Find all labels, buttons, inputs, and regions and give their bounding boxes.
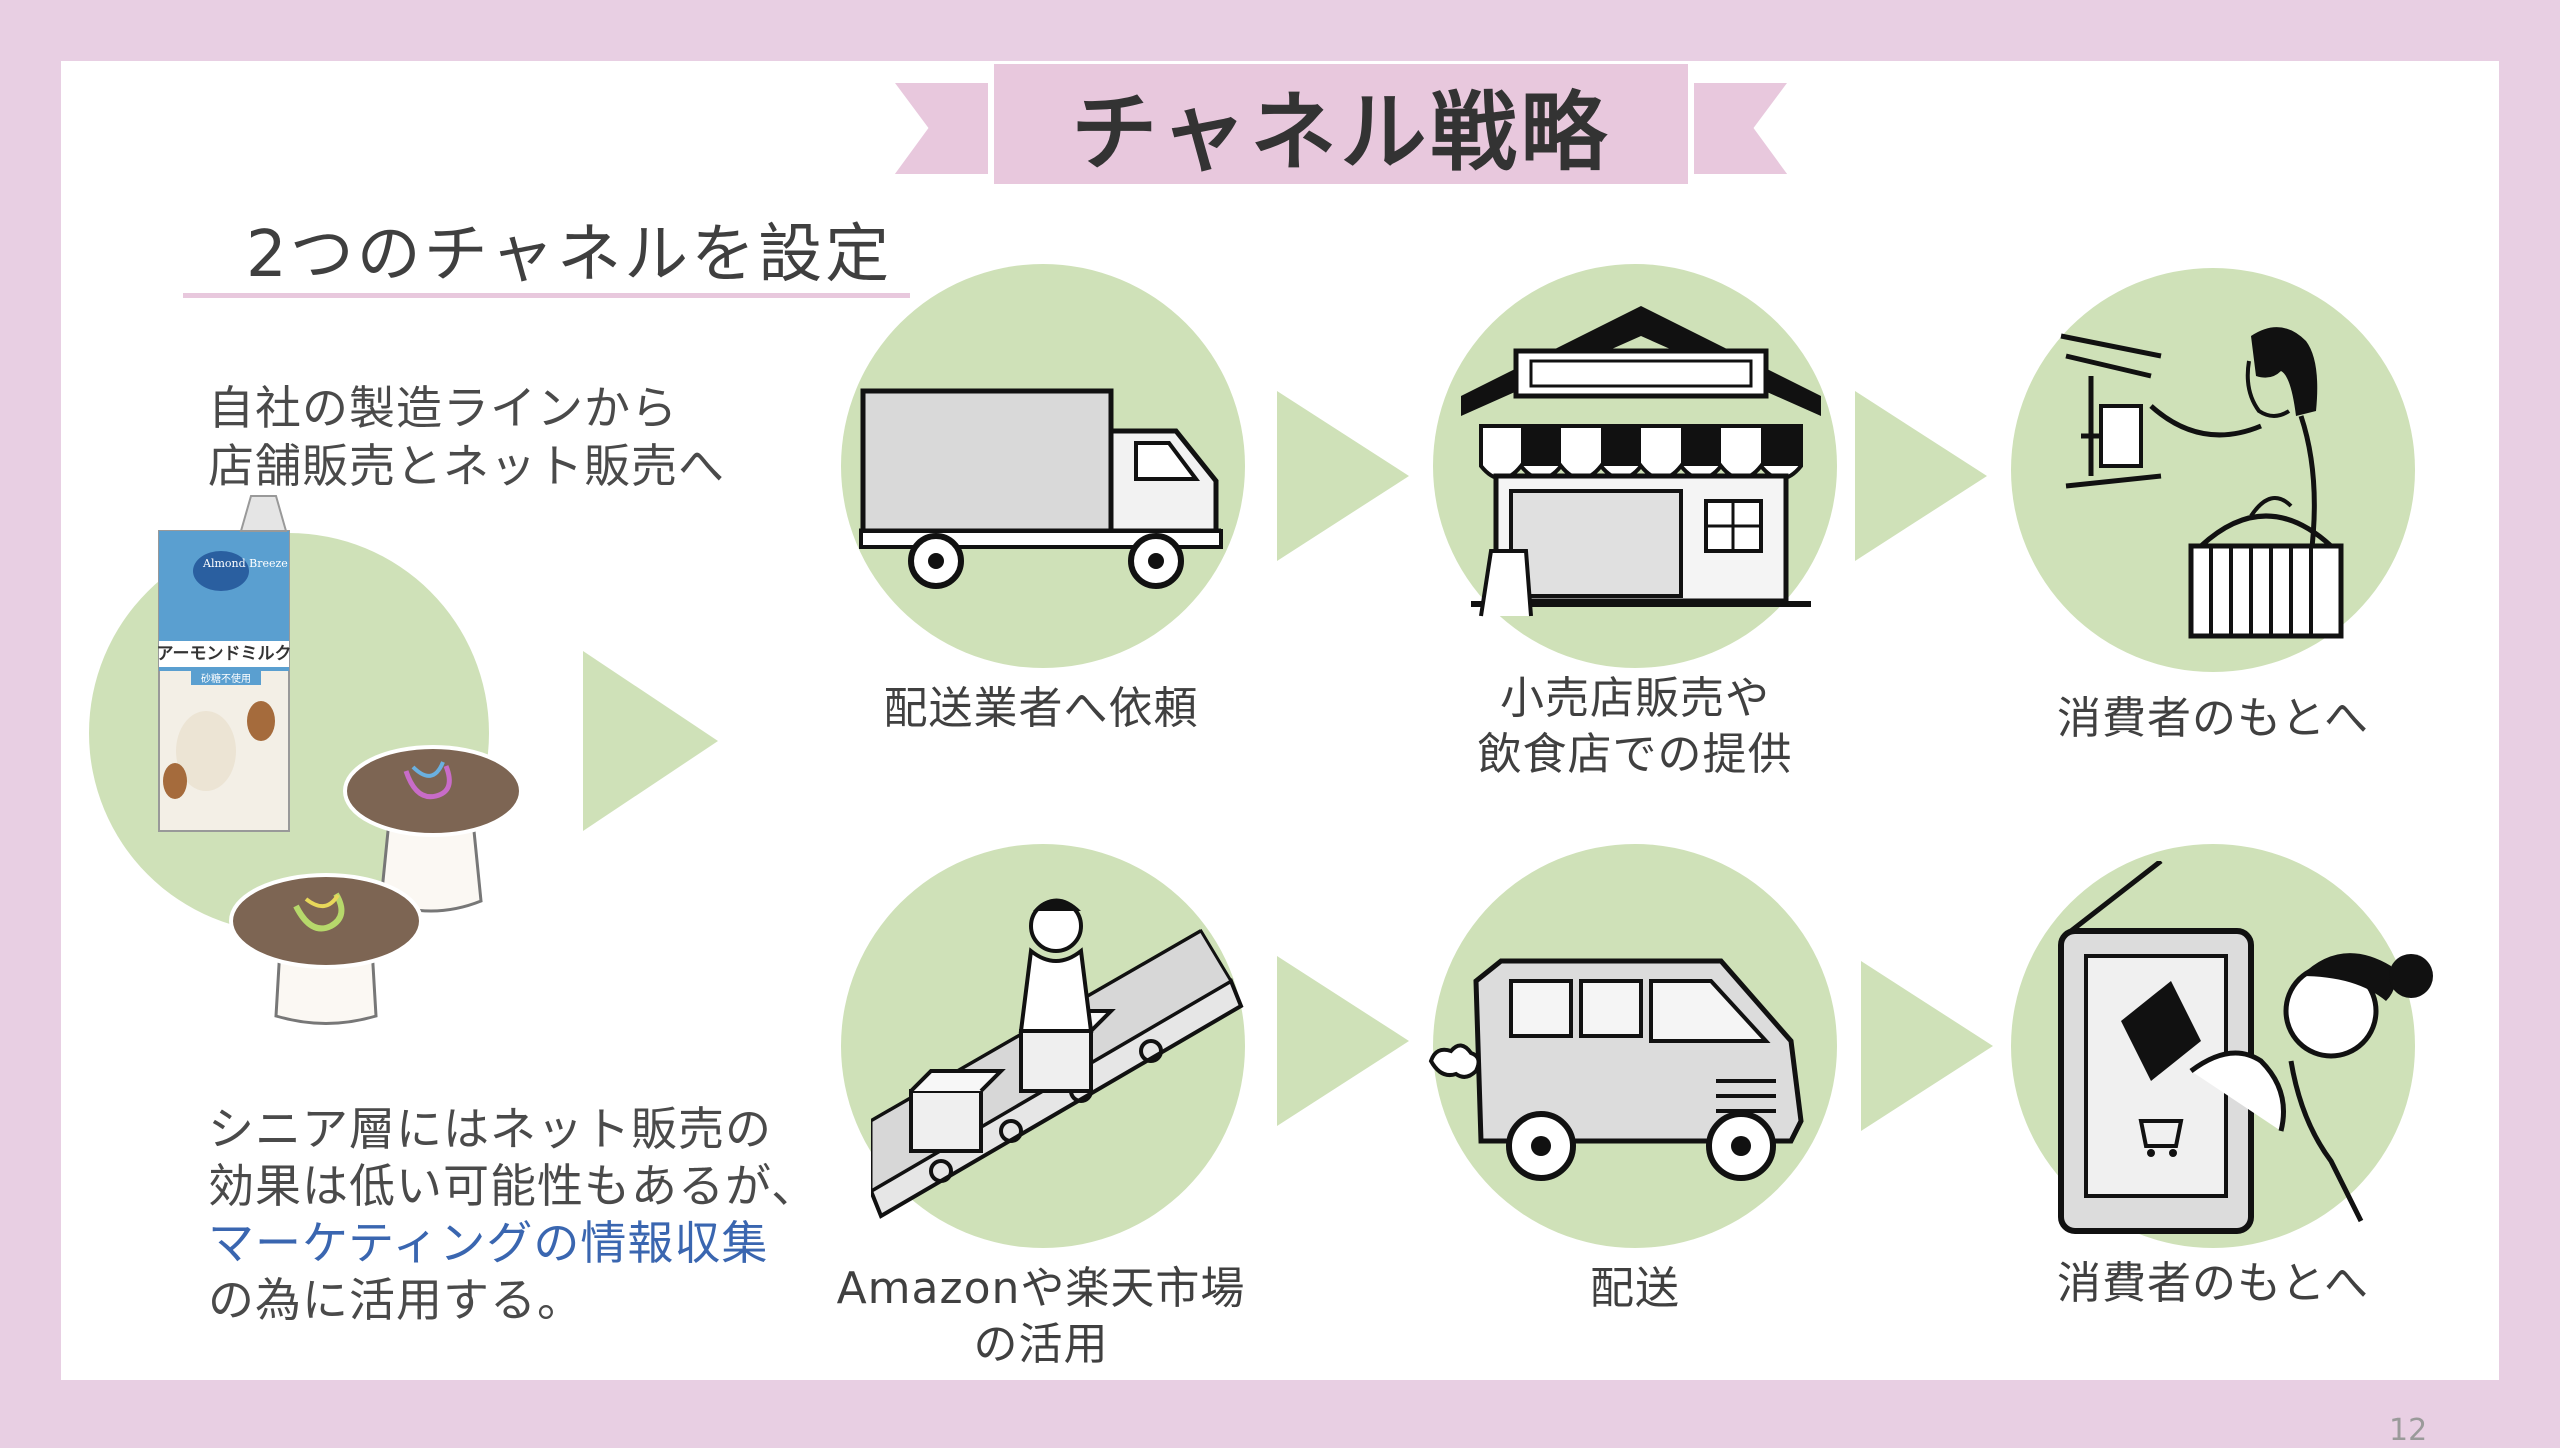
row2-step1-line-2: の活用 [973,1319,1109,1370]
row1-step1-line-1: 配送業者へ依頼 [883,683,1199,734]
page-title: チャネル戦略 [1071,82,1611,183]
row1-step2-line-1: 小売店販売や [1500,673,1770,724]
note-highlight: マーケティングの情報収集 [208,1216,769,1270]
row1-step1-caption: 配送業者へ依頼 [801,681,1281,737]
row2-step1-line-1: Amazonや楽天市場 [836,1263,1246,1314]
page-number: 12 [2389,1413,2428,1448]
conveyor-belt-icon [871,898,1244,1219]
note-line-1: シニア層にはネット販売の [208,1102,772,1156]
smartphone-shopping-icon [2058,861,2433,1234]
row1-step2-caption: 小売店販売や 飲食店での提供 [1395,671,1875,783]
row1-step3-line-1: 消費者のもとへ [2057,693,2369,744]
flow-arrow-row1-a [1277,391,1409,561]
note-line-4: の為に活用する。 [208,1273,584,1327]
slide: チャネル戦略 2つのチャネルを設定 自社の製造ラインから 店舗販売とネット販売へ… [61,61,2499,1448]
flow-arrow-row2-a [1277,956,1409,1126]
subheading-underline [183,293,910,298]
row2-step1-caption: Amazonや楽天市場 の活用 [801,1261,1281,1373]
store-icon [1461,306,1821,617]
row2-step2-line-1: 配送 [1590,1263,1680,1314]
row2-step3-line-1: 消費者のもとへ [2057,1258,2369,1309]
delivery-van-icon [1428,958,1804,1181]
carton-variant: 砂糖不使用 [201,672,251,685]
title-ribbon: チャネル戦略 [891,61,1791,191]
row2-step2-caption: 配送 [1395,1261,1875,1317]
row1-step3-caption: 消費者のもとへ [1973,691,2453,747]
delivery-truck-icon [859,388,1223,589]
lead-line-1: 自社の製造ラインから [208,381,678,435]
row2-step3-caption: 消費者のもとへ [1973,1256,2453,1312]
carton-brand: Almond Breeze [202,557,288,570]
product-illustration: Almond Breeze アーモンドミルク 砂糖不使用 [157,495,523,1025]
note-text: シニア層にはネット販売の 効果は低い可能性もあるが、 マーケティングの情報収集 … [208,1101,818,1329]
lead-line-2: 店舗販売とネット販売へ [208,439,725,493]
shopper-icon [2060,327,2344,639]
carton-name: アーモンドミルク [157,644,292,664]
note-line-2: 効果は低い可能性もあるが、 [208,1159,819,1213]
lead-text: 自社の製造ラインから 店舗販売とネット販売へ [208,379,725,495]
flow-arrow-main [583,651,718,831]
flow-arrow-row1-b [1855,391,1987,561]
flow-arrow-row2-b [1861,961,1993,1131]
row1-step2-line-2: 飲食店での提供 [1477,729,1793,780]
subheading: 2つのチャネルを設定 [246,218,893,292]
